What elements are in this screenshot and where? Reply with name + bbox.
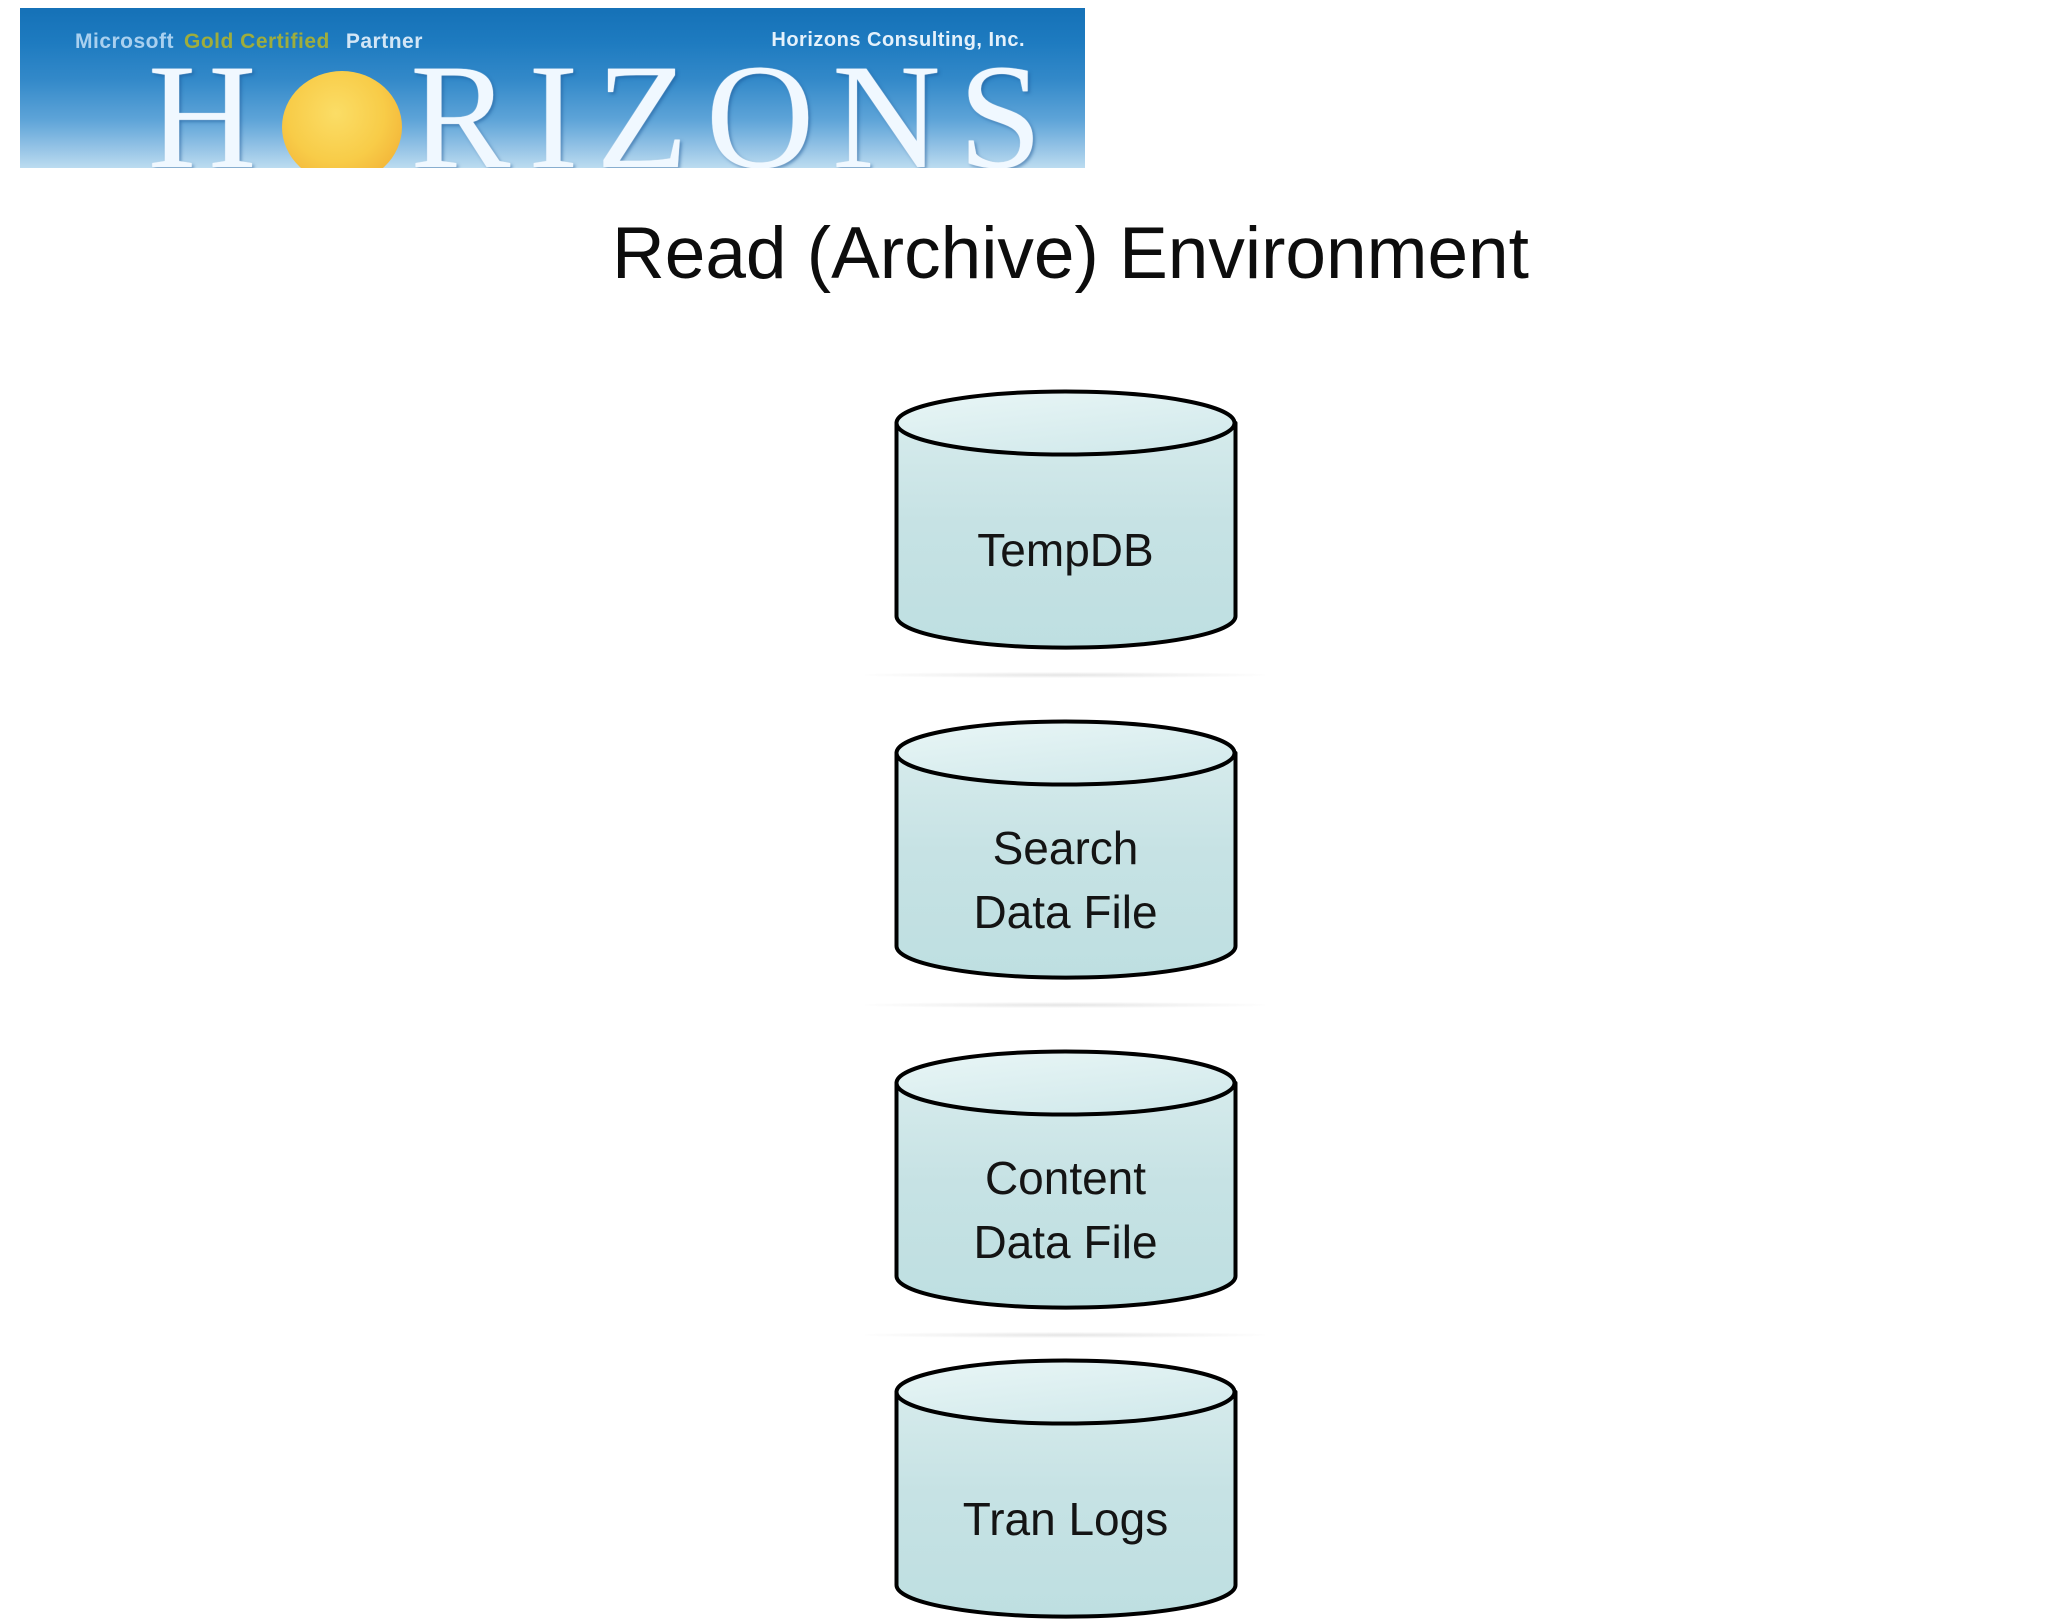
logo-banner: Microsoft Gold Certified Partner Horizon…: [20, 8, 1085, 168]
divider-shadow: [865, 1332, 1265, 1338]
cylinder-tempdb: TempDB: [893, 387, 1238, 652]
divider-shadow: [865, 1002, 1265, 1008]
cylinder-label-line: Tran Logs: [962, 1492, 1169, 1545]
database-cylinder-icon: [894, 1358, 1238, 1619]
cylinder-label-line: Content: [984, 1152, 1147, 1205]
wordmark-left: H: [148, 34, 275, 168]
cylinder-search-data-file: Search Data File: [893, 717, 1238, 982]
partner-label: Partner: [345, 30, 423, 53]
divider-shadow: [865, 672, 1265, 678]
microsoft-label: Microsoft: [75, 30, 174, 53]
database-cylinder-icon: [894, 389, 1238, 650]
cylinder-label: Tran Logs: [893, 1424, 1238, 1615]
cylinder-label-line: Search: [992, 822, 1139, 875]
gold-certified-label: Gold Certified: [184, 30, 330, 53]
cylinder-label-line: TempDB: [977, 523, 1154, 576]
cylinder-label-line: Data File: [973, 885, 1158, 938]
company-label: Horizons Consulting, Inc.: [771, 29, 1025, 51]
database-cylinder-icon: [894, 719, 1238, 980]
sun-icon: [282, 71, 403, 168]
cylinder-label-line: Data File: [973, 1215, 1158, 1268]
cylinder-content-data-file: Content Data File: [893, 1047, 1238, 1312]
certification-line: Microsoft Gold Certified Partner Horizon…: [75, 29, 1025, 55]
database-cylinder-icon: [894, 1049, 1238, 1310]
page-title: Read (Archive) Environment: [612, 213, 1529, 294]
cylinder-tran-logs: Tran Logs: [893, 1356, 1238, 1621]
cylinder-label: TempDB: [893, 455, 1238, 646]
cylinder-label: Search Data File: [893, 785, 1238, 976]
wordmark-right: RIZONS: [410, 34, 1061, 168]
cylinder-label: Content Data File: [893, 1115, 1238, 1306]
